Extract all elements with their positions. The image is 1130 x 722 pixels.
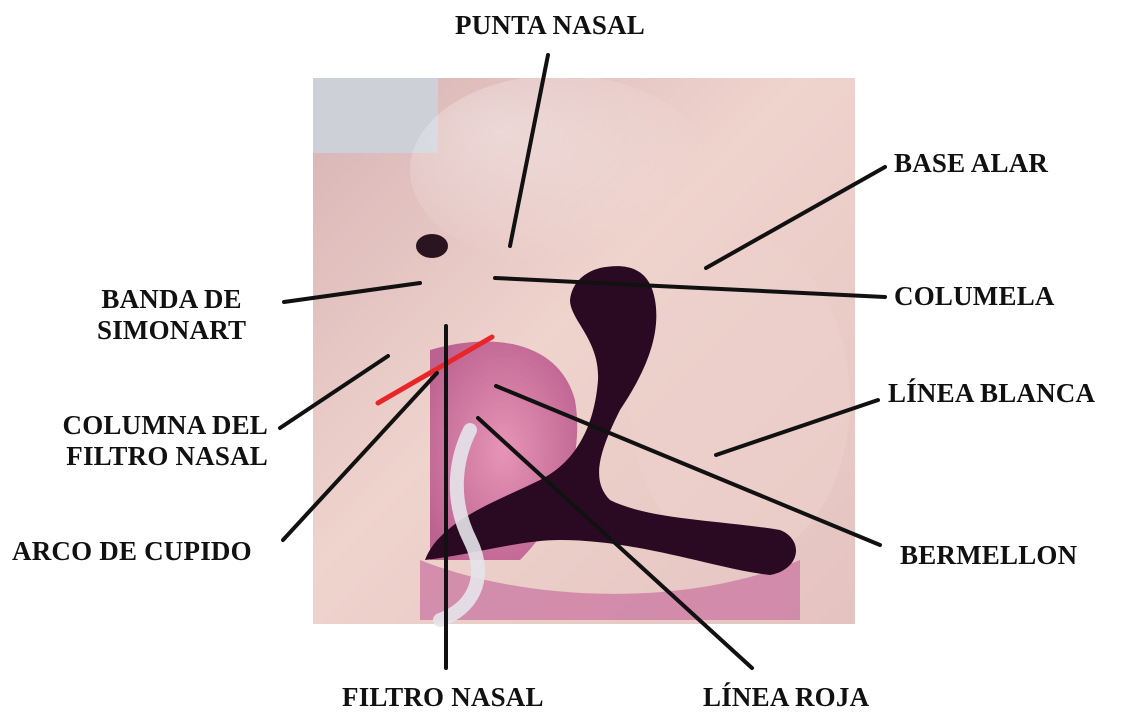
label-banda-de-simonart-line-1: BANDA DE (97, 284, 246, 315)
photograph (313, 75, 855, 624)
label-columela: COLUMELA (894, 281, 1055, 312)
label-banda-de-simonart-line-2: SIMONART (97, 315, 246, 346)
label-base-alar: BASE ALAR (894, 148, 1048, 179)
label-linea-blanca: LÍNEA BLANCA (888, 378, 1095, 409)
label-banda-de-simonart: BANDA DE SIMONART (97, 284, 246, 346)
label-arco-de-cupido: ARCO DE CUPIDO (12, 536, 252, 567)
label-linea-roja: LÍNEA ROJA (703, 682, 869, 713)
label-columna-del-filtro-nasal-line-2: FILTRO NASAL (40, 441, 268, 472)
label-columna-del-filtro-nasal-line-1: COLUMNA DEL (40, 410, 268, 441)
photo-nostril (416, 234, 448, 258)
label-punta-nasal: PUNTA NASAL (455, 10, 645, 41)
label-filtro-nasal: FILTRO NASAL (342, 682, 544, 713)
label-bermellon: BERMELLON (900, 540, 1077, 571)
label-columna-del-filtro-nasal: COLUMNA DEL FILTRO NASAL (40, 410, 268, 472)
photo-highlight (410, 75, 710, 265)
